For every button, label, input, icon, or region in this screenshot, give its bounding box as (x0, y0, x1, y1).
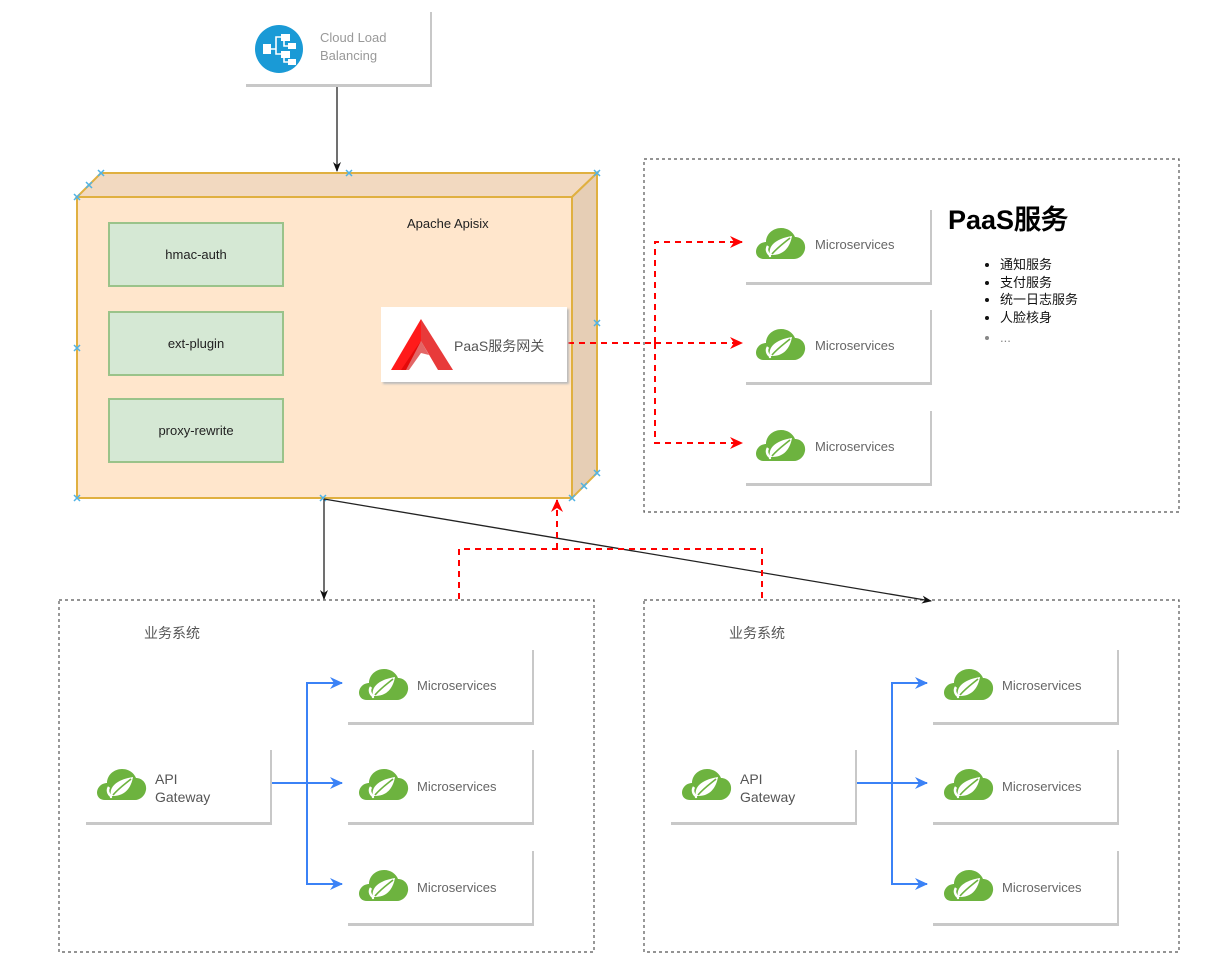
paas-list-item: 支付服务 (1000, 274, 1078, 292)
spring-cloud-icon (357, 666, 409, 707)
business-system-container-2 (643, 599, 1180, 953)
spring-cloud-icon (680, 766, 732, 807)
plugin-hmac-auth[interactable]: hmac-auth (108, 222, 284, 287)
apisix-cube-top-face (74, 172, 600, 198)
business-microservice-node[interactable]: Microservices (933, 851, 1119, 926)
plugin-label: proxy-rewrite (158, 423, 234, 438)
selection-markers (73, 169, 601, 502)
business-2-gateway-connectors (855, 677, 928, 890)
load-balancer-tree-icon (255, 25, 303, 73)
microservice-label: Microservices (815, 237, 895, 252)
business-microservice-node[interactable]: Microservices (348, 650, 534, 725)
gateway-to-paas-connectors (568, 236, 743, 449)
business-system-title: 业务系统 (144, 625, 200, 641)
microservice-label: Microservices (1002, 779, 1082, 794)
paas-microservice-node[interactable]: Microservices (746, 411, 932, 486)
lb-label-line1: Cloud Load (320, 30, 387, 45)
spring-cloud-icon (357, 766, 409, 807)
api-gateway-label-line1: API (740, 771, 763, 787)
api-gateway-label-line2: Gateway (740, 789, 796, 805)
paas-list-item: 人脸核身 (1000, 309, 1078, 327)
api-gateway-node[interactable]: API Gateway (86, 750, 272, 825)
apisix-to-business-2-arrow (323, 498, 932, 604)
microservice-label: Microservices (417, 880, 497, 895)
paas-microservice-node[interactable]: Microservices (746, 310, 932, 385)
paas-microservice-node[interactable]: Microservices (746, 210, 932, 285)
apisix-logo-icon (391, 319, 453, 370)
spring-cloud-icon (754, 427, 806, 468)
spring-cloud-icon (754, 225, 806, 266)
api-gateway-label-line2: Gateway (155, 789, 211, 805)
business-microservice-node[interactable]: Microservices (933, 650, 1119, 725)
spring-cloud-icon (754, 326, 806, 367)
business-to-apisix-connectors (458, 499, 763, 599)
microservice-label: Microservices (815, 338, 895, 353)
paas-gateway-label: PaaS服务网关 (454, 338, 545, 354)
paas-list-item: ... (1000, 329, 1078, 347)
plugin-label: hmac-auth (165, 247, 227, 262)
cloud-load-balancing-node[interactable]: Cloud Load Balancing (246, 12, 432, 87)
plugin-ext-plugin[interactable]: ext-plugin (108, 311, 284, 376)
business-system-container-1 (58, 599, 595, 953)
paas-list-item: 统一日志服务 (1000, 291, 1078, 309)
paas-list-item: 通知服务 (1000, 256, 1078, 274)
business-microservice-node[interactable]: Microservices (348, 750, 534, 825)
apisix-cube-side-face (571, 170, 598, 501)
spring-cloud-icon (942, 867, 994, 908)
paas-title: PaaS服务 (948, 205, 1069, 235)
api-gateway-label-line1: API (155, 771, 178, 787)
business-system-title: 业务系统 (729, 625, 785, 641)
microservice-label: Microservices (417, 779, 497, 794)
business-microservice-node[interactable]: Microservices (348, 851, 534, 926)
plugin-label: ext-plugin (167, 336, 225, 351)
microservice-label: Microservices (1002, 880, 1082, 895)
lb-label-line2: Balancing (320, 48, 378, 63)
spring-cloud-icon (95, 766, 147, 807)
business-1-gateway-connectors (270, 677, 343, 890)
spring-cloud-icon (942, 766, 994, 807)
business-microservice-node[interactable]: Microservices (933, 750, 1119, 825)
spring-cloud-icon (942, 666, 994, 707)
paas-gateway-node[interactable]: PaaS服务网关 (381, 307, 567, 382)
spring-cloud-icon (357, 867, 409, 908)
api-gateway-node[interactable]: API Gateway (671, 750, 857, 825)
plugin-proxy-rewrite[interactable]: proxy-rewrite (108, 398, 284, 463)
microservice-label: Microservices (815, 439, 895, 454)
microservice-label: Microservices (1002, 678, 1082, 693)
microservice-label: Microservices (417, 678, 497, 693)
paas-service-list: 通知服务 支付服务 统一日志服务 人脸核身 ... (982, 256, 1078, 347)
apisix-title: Apache Apisix (407, 216, 489, 231)
